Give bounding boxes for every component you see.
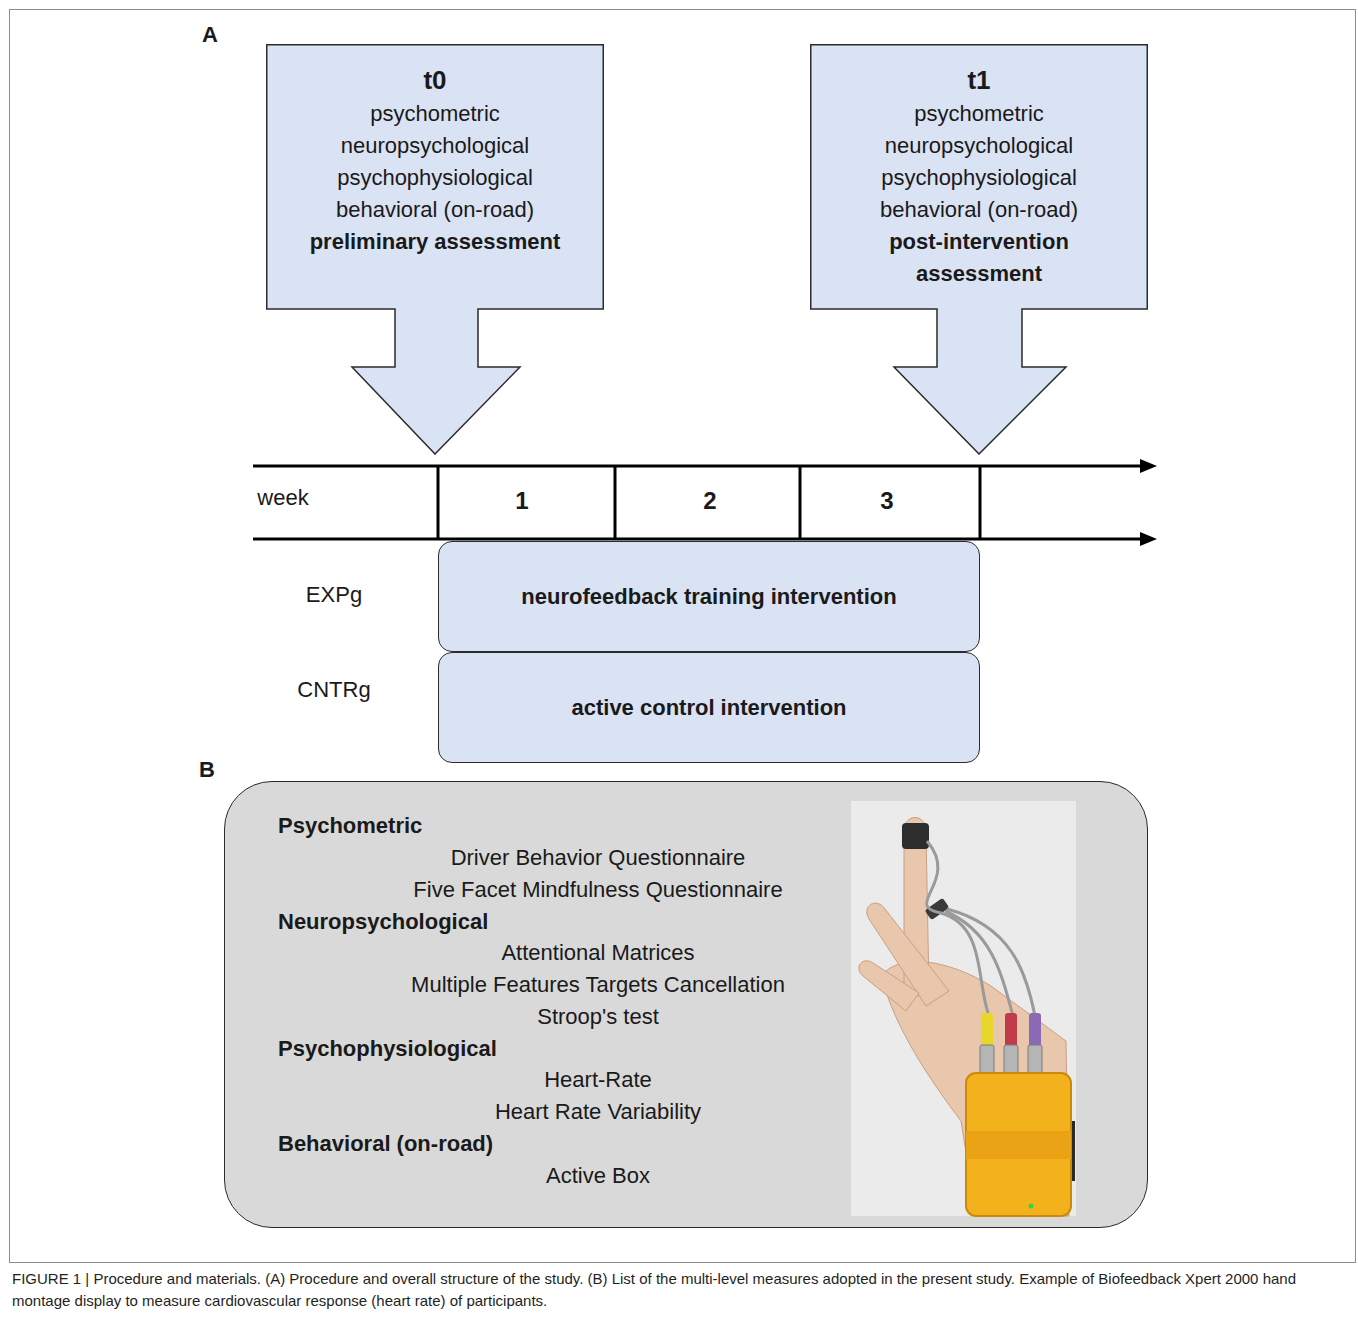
figure-caption: FIGURE 1 | Procedure and materials. (A) … [12, 1268, 1346, 1312]
measure-item: Stroop's test [537, 1001, 659, 1033]
measure-category: Behavioral (on-road) [278, 1128, 493, 1160]
sensor-wire [945, 911, 1013, 1016]
measure-level: psychophysiological [810, 162, 1148, 194]
measure-category: Psychophysiological [278, 1033, 497, 1065]
measure-item: Attentional Matrices [501, 937, 694, 969]
week-divider [979, 466, 982, 539]
axis-label: week [257, 485, 308, 511]
lead-connector [1029, 1013, 1041, 1047]
time-point-heading: t1 [810, 62, 1148, 98]
panel-letter: A [202, 22, 218, 48]
timeline-arrowhead [1140, 459, 1157, 473]
measure-level: neuropsychological [266, 130, 604, 162]
measure-level: psychometric [266, 98, 604, 130]
callout-shape [811, 45, 1148, 454]
measure-level: psychometric [810, 98, 1148, 130]
assessment-callout: t1psychometricneuropsychologicalpsychoph… [810, 44, 1148, 455]
sensor-wire [927, 841, 989, 1016]
panel-letter: B [199, 757, 215, 783]
measure-level: neuropsychological [810, 130, 1148, 162]
lead-connector [1005, 1013, 1017, 1047]
photo-group [851, 801, 1076, 1216]
figure-frame [10, 10, 1356, 1263]
measure-item: Heart-Rate [544, 1064, 652, 1096]
finger-sensor-band [902, 823, 929, 849]
timeline-arrowhead [1140, 532, 1157, 546]
measure-item: Multiple Features Targets Cancellation [411, 969, 785, 1001]
time-point-heading: t0 [266, 62, 604, 98]
measure-category: Psychometric [278, 810, 422, 842]
week-number: 2 [703, 487, 716, 515]
assessment-title: preliminary assessment [266, 226, 604, 258]
callout-shape [267, 45, 604, 454]
measure-level: behavioral (on-road) [810, 194, 1148, 226]
assessment-title: post-intervention assessment [810, 226, 1148, 290]
device-led [1029, 1204, 1034, 1209]
week-divider [614, 466, 617, 539]
measure-level: behavioral (on-road) [266, 194, 604, 226]
callout-text-column: t1psychometricneuropsychologicalpsychoph… [810, 62, 1148, 290]
week-divider [799, 466, 802, 539]
week-divider [437, 466, 440, 539]
timeline-line [253, 465, 1144, 468]
lead-connector [981, 1013, 993, 1047]
sensor-wire [947, 909, 1035, 1016]
intervention-box: neurofeedback training intervention [438, 541, 980, 652]
callout-text-column: t0psychometricneuropsychologicalpsychoph… [266, 62, 604, 258]
measure-item: Heart Rate Variability [495, 1096, 701, 1128]
group-label: EXPg [306, 582, 362, 608]
measure-category: Neuropsychological [278, 906, 488, 938]
week-number: 3 [880, 487, 893, 515]
assessment-callout: t0psychometricneuropsychologicalpsychoph… [266, 44, 604, 455]
photo-background [851, 801, 1076, 1216]
ring-finger [859, 961, 919, 1011]
group-label: CNTRg [297, 677, 370, 703]
device-band [966, 1131, 1071, 1159]
measure-item: Five Facet Mindfulness Questionnaire [413, 874, 782, 906]
intervention-label: active control intervention [571, 695, 846, 721]
measure-level: psychophysiological [266, 162, 604, 194]
intervention-box: active control intervention [438, 652, 980, 763]
biofeedback-device [966, 1073, 1071, 1216]
measures-panel: PsychometricDriver Behavior Questionnair… [224, 781, 1148, 1228]
measure-item: Driver Behavior Questionnaire [451, 842, 746, 874]
measure-item: Active Box [546, 1160, 650, 1192]
intervention-label: neurofeedback training intervention [521, 584, 896, 610]
week-number: 1 [515, 487, 528, 515]
